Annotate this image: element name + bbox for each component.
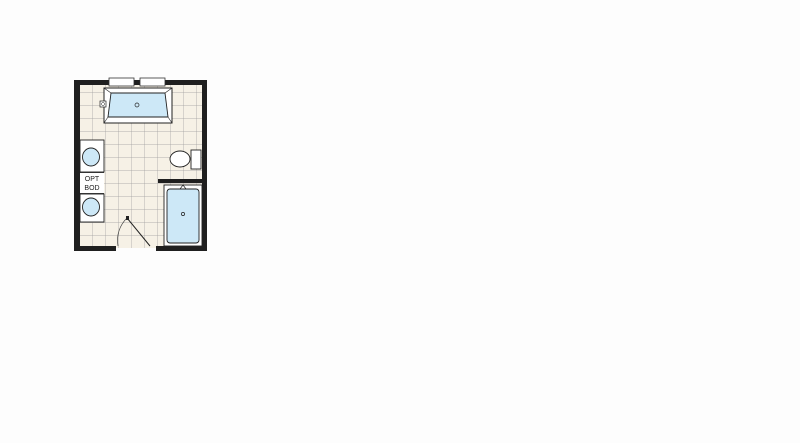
shower-partition-wall: [158, 179, 204, 183]
bathtub: [103, 87, 173, 124]
window-right: [139, 77, 166, 87]
wall-right: [202, 80, 207, 251]
tub-faucet-icon: [99, 100, 107, 108]
bod-label-text: BOD: [84, 185, 100, 192]
opt-label-text: OPT: [84, 176, 100, 183]
wall-left: [74, 80, 80, 251]
window-left: [108, 77, 135, 87]
wall-bottom-left: [74, 246, 116, 251]
windows: [108, 77, 166, 87]
toilet: [169, 149, 202, 170]
shower: [163, 184, 203, 247]
vanity-sink-bottom: [79, 193, 105, 223]
wall-bottom-right: [156, 246, 207, 251]
door: [117, 216, 151, 247]
opt-bod-label: OPT BOD: [80, 172, 104, 194]
vanity-sink-top: [79, 139, 105, 173]
